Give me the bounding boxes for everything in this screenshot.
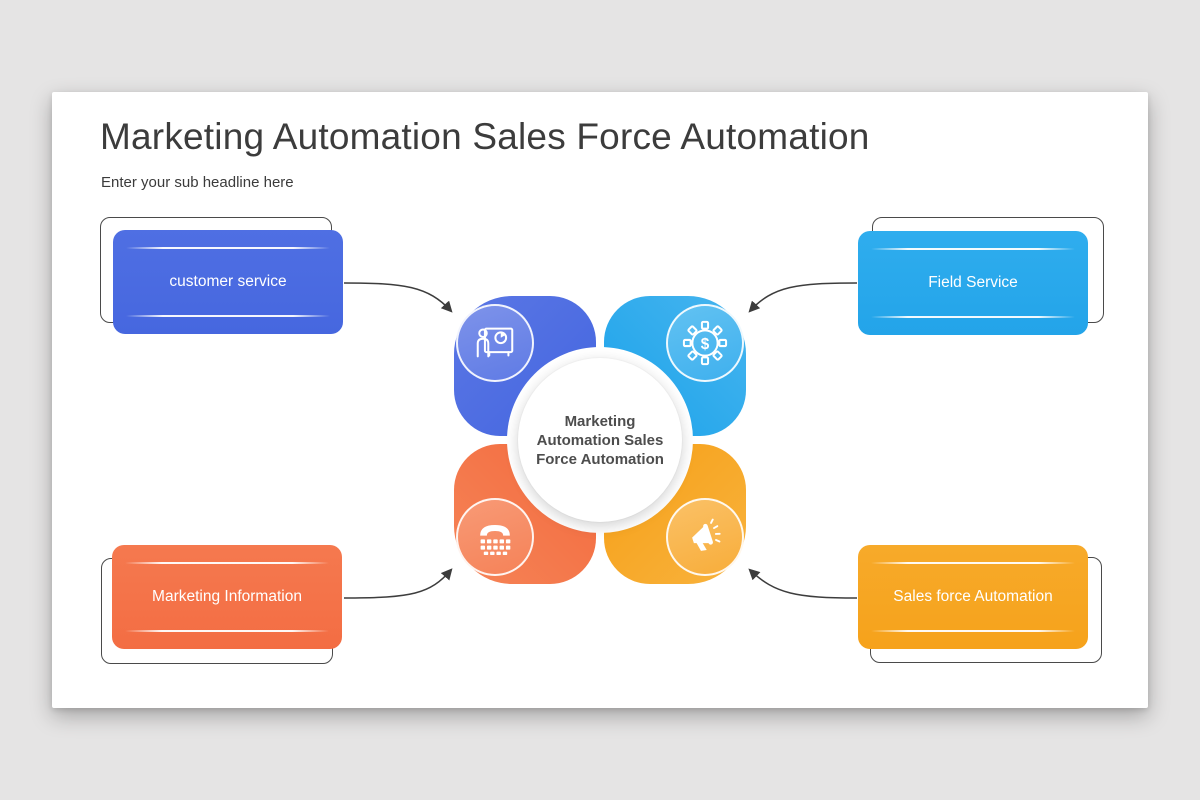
flower-diagram: $ <box>454 296 746 584</box>
center-circle[interactable]: Marketing Automation Sales Force Automat… <box>518 358 682 522</box>
icon-badge-customer-service[interactable] <box>456 304 534 382</box>
decorative-line <box>125 562 329 564</box>
gear-dollar-icon: $ <box>682 320 728 366</box>
node-label: customer service <box>169 273 287 290</box>
page-title[interactable]: Marketing Automation Sales Force Automat… <box>100 116 870 157</box>
node-label: Marketing Information <box>152 588 302 605</box>
node-label: Sales force Automation <box>893 588 1053 605</box>
node-box-sales-force-automation[interactable]: Sales force Automation <box>858 545 1088 649</box>
icon-badge-sales-force-automation[interactable] <box>666 498 744 576</box>
decorative-line <box>871 562 1075 564</box>
icon-badge-field-service[interactable]: $ <box>666 304 744 382</box>
center-title-line: Marketing <box>564 412 636 430</box>
icon-badge-marketing-information[interactable] <box>456 498 534 576</box>
presentation-icon <box>476 327 514 358</box>
center-title-line: Force Automation <box>536 450 664 468</box>
connector-top-left <box>343 282 453 313</box>
node-box-marketing-information[interactable]: Marketing Information <box>112 545 342 649</box>
connector-bottom-right <box>748 568 858 599</box>
decorative-line <box>125 630 329 632</box>
decorative-line <box>871 248 1075 250</box>
page-subtitle[interactable]: Enter your sub headline here <box>101 174 294 191</box>
dollar-symbol: $ <box>701 336 710 353</box>
center-title-line: Automation Sales <box>536 431 664 449</box>
node-box-field-service[interactable]: Field Service <box>858 231 1088 335</box>
decorative-line <box>126 315 330 317</box>
connector-top-right <box>748 282 858 313</box>
node-label: Field Service <box>928 274 1018 291</box>
decorative-line <box>871 316 1075 318</box>
connector-bottom-left <box>343 568 453 599</box>
slide-canvas: Marketing Automation Sales Force Automat… <box>52 92 1148 708</box>
node-box-customer-service[interactable]: customer service <box>113 230 343 334</box>
megaphone-icon <box>692 518 721 551</box>
decorative-line <box>126 247 330 249</box>
fax-phone-icon <box>480 525 511 556</box>
center-title: Marketing Automation Sales Force Automat… <box>525 412 675 469</box>
decorative-line <box>871 630 1075 632</box>
